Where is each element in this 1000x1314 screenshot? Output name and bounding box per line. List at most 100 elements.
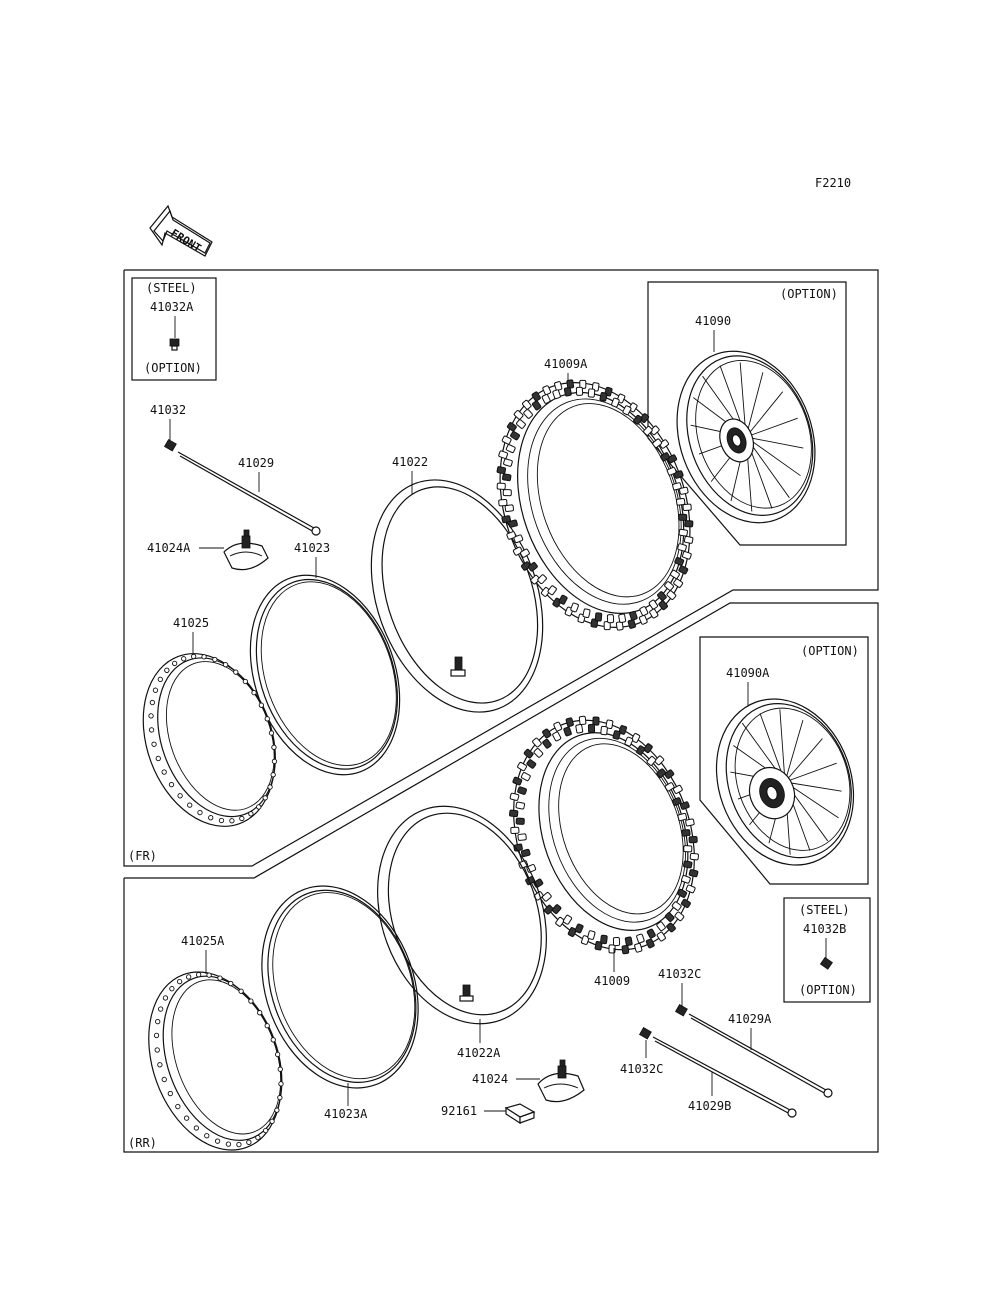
rim-spoke-hole — [175, 1103, 181, 1110]
tread-knob — [631, 733, 641, 743]
rim-spoke-hole — [271, 744, 277, 750]
rim-spoke-hole — [255, 1134, 261, 1141]
rim-spoke-hole — [164, 667, 170, 673]
spoke-front-icon — [177, 451, 321, 536]
tread-knob — [541, 393, 551, 404]
tread-knob — [547, 585, 557, 596]
tread-knob — [606, 614, 615, 624]
tread-knob — [639, 606, 649, 617]
tread-knob — [649, 608, 659, 619]
tread-knob — [579, 379, 587, 389]
tread-knob — [633, 414, 643, 425]
wheel-front-part: 41090 — [695, 314, 731, 328]
rim-spoke-hole — [195, 972, 202, 978]
tread-knob — [605, 719, 614, 729]
tread-knob — [570, 602, 579, 613]
tread-knob — [682, 503, 692, 512]
tread-knob — [558, 594, 568, 605]
tread-knob — [646, 756, 657, 766]
tread-knob — [541, 892, 552, 902]
wheel-option-box-front: (OPTION) 41090 — [647, 281, 847, 546]
rim-spoke-hole — [212, 656, 218, 663]
tread-knob — [685, 884, 696, 894]
tread-knob — [678, 528, 688, 537]
tread-knob — [679, 801, 690, 810]
tread-knob — [624, 736, 634, 747]
rim-spoke-hole — [169, 986, 175, 992]
tread-knob — [523, 409, 533, 419]
tread-knob — [509, 809, 519, 818]
tread-knob — [537, 574, 547, 585]
tread-knob — [508, 519, 518, 528]
rim-spoke-hole — [269, 1118, 275, 1124]
tread-knob — [673, 470, 684, 479]
tread-knob — [506, 422, 517, 432]
front-section-tag: (FR) — [128, 849, 157, 863]
rim-spoke-hole — [208, 815, 214, 821]
label-41024A: 41024A — [147, 541, 191, 555]
tread-knob — [510, 431, 520, 441]
label-41025A: 41025A — [181, 934, 225, 948]
tread-knob — [600, 934, 608, 945]
tread-knob — [622, 405, 632, 416]
tread-knob — [517, 786, 527, 795]
tread-knob — [594, 612, 603, 622]
valve-cap-rear-box-icon — [819, 956, 833, 970]
tread-knob — [679, 486, 689, 495]
tube-valve-front-icon — [450, 656, 466, 677]
tread-knob — [496, 466, 507, 475]
rim-spoke-hole — [181, 656, 187, 662]
tread-knob — [678, 565, 689, 575]
tread-knob — [621, 944, 630, 955]
label-41029B: 41029B — [688, 1099, 731, 1113]
tread-knob — [594, 941, 603, 951]
tread-knob — [517, 762, 527, 772]
tread-knob — [531, 400, 542, 411]
tread-knob — [681, 551, 692, 560]
tread-knob — [671, 901, 682, 911]
rim-spoke-hole — [148, 713, 154, 719]
rear-section-border — [123, 602, 879, 1153]
tread-knob — [672, 784, 683, 794]
rim-spoke-hole — [177, 793, 183, 799]
tread-knob — [674, 556, 685, 566]
spoked-wheel-rear-icon — [715, 698, 855, 866]
steel-front-part: 41032A — [150, 300, 194, 314]
tread-knob — [562, 914, 573, 925]
rim-spoke-hole — [277, 1066, 283, 1072]
steel-front-bottom: (OPTION) — [144, 361, 202, 375]
tread-knob — [681, 898, 691, 908]
tread-knob — [575, 724, 584, 734]
rim-spoke-hole — [246, 1139, 252, 1145]
tread-knob — [502, 473, 512, 482]
tread-knob — [666, 590, 677, 600]
rim-spoke-hole — [155, 755, 161, 762]
tread-knob — [498, 450, 509, 459]
tread-knob — [515, 817, 525, 825]
tread-knob — [664, 769, 675, 779]
rim-spoke-hole — [242, 678, 249, 685]
tread-knob — [652, 438, 663, 448]
rim-front-icon — [142, 653, 278, 827]
tread-knob — [688, 835, 698, 844]
tread-knob — [555, 916, 565, 927]
rim-spoke-hole — [228, 980, 234, 987]
tread-knob — [643, 743, 653, 754]
spoked-wheel-front-icon — [676, 350, 816, 524]
label-41032C-lower: 41032C — [620, 1062, 663, 1076]
tread-knob — [520, 772, 531, 782]
tread-knob — [551, 904, 562, 914]
rim-spoke-hole — [190, 653, 197, 660]
tread-knob — [498, 498, 508, 507]
rim-spoke-hole — [262, 1127, 269, 1134]
rim-spoke-hole — [256, 804, 262, 810]
tread-knob — [645, 938, 655, 949]
tread-knob — [666, 922, 676, 933]
rim-spoke-hole — [168, 781, 175, 788]
label-41024: 41024 — [472, 1072, 508, 1086]
tread-knob — [658, 600, 668, 611]
rim-spoke-hole — [268, 730, 275, 736]
tread-knob — [674, 911, 685, 922]
rim-spoke-hole — [171, 660, 178, 667]
tread-knob — [567, 927, 577, 937]
